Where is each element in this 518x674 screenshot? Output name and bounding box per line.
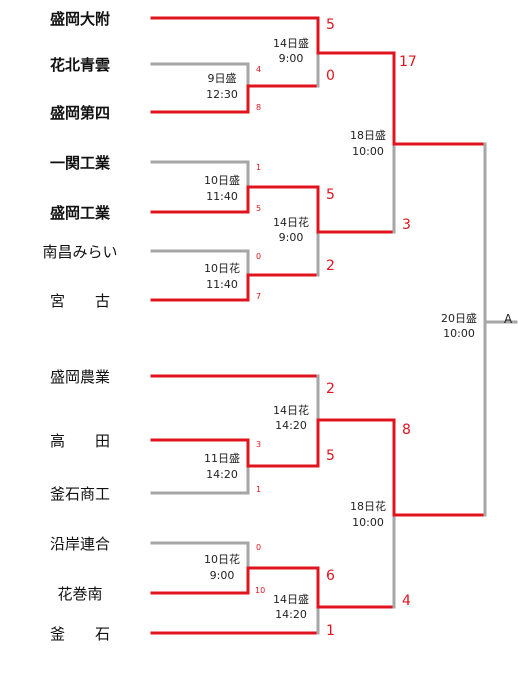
team-name: 盛岡工業 <box>50 204 111 222</box>
match-date-venue: 20日盛 <box>441 311 477 325</box>
match-date-venue: 11日盛 <box>204 451 240 465</box>
team-name: 花巻南 <box>57 585 102 603</box>
match-date-venue: 14日花 <box>273 216 309 229</box>
match-score-top: 0 <box>256 543 261 552</box>
match-date-venue: 14日盛 <box>273 36 309 50</box>
team-name: 花北青雲 <box>50 56 110 74</box>
match-score-top: 0 <box>256 252 261 261</box>
team-name: 沿岸連合 <box>50 535 110 553</box>
match-score-bottom: 7 <box>256 292 261 301</box>
team-name: 盛岡第四 <box>50 104 110 122</box>
match-time: 14:20 <box>206 468 238 481</box>
match-time: 12:30 <box>206 88 238 101</box>
match-time: 11:40 <box>206 190 238 203</box>
match-score-bottom: 3 <box>402 217 411 233</box>
match-date-venue: 14日盛 <box>273 592 309 606</box>
match-time: 10:00 <box>352 145 384 158</box>
round1-info: 9日盛 12:30 4 8 10日盛 11:40 1 5 10日花 11:40 … <box>204 65 265 595</box>
match-score-bottom: 4 <box>402 593 411 609</box>
match-score-bottom: 5 <box>326 448 335 464</box>
team-name: 高 田 <box>50 432 110 450</box>
team-name: 一関工業 <box>50 154 111 172</box>
match-date-venue: 10日花 <box>204 262 240 275</box>
match-score-top: 4 <box>256 65 261 74</box>
match-score-top: 1 <box>256 163 261 172</box>
match-score-top: 17 <box>399 54 417 70</box>
team-name: 釜 石 <box>50 625 110 643</box>
match-date-venue: 9日盛 <box>208 71 237 85</box>
match-time: 9:00 <box>210 569 235 582</box>
match-date-venue: 10日花 <box>204 553 240 566</box>
match-time: 11:40 <box>206 278 238 291</box>
match-date-venue: 18日花 <box>350 500 386 513</box>
match-score-top: 2 <box>326 381 335 397</box>
match-score-bottom: 5 <box>256 204 261 213</box>
match-score-bottom: 2 <box>326 258 335 274</box>
semifinal-info: 18日盛 10:00 17 3 18日花 10:00 8 4 <box>350 54 417 609</box>
match-time: 14:20 <box>275 419 307 432</box>
match-score-bottom: 8 <box>256 103 261 112</box>
match-time: 9:00 <box>279 231 304 244</box>
match-score-bottom: 0 <box>326 68 335 84</box>
match-score-top: 5 <box>326 187 335 203</box>
bracket-lines <box>150 16 518 635</box>
team-name: 宮 古 <box>50 292 110 310</box>
match-score-bottom: 1 <box>326 623 335 639</box>
match-score-top: 8 <box>402 422 411 438</box>
match-time: 10:00 <box>352 516 384 529</box>
team-names: 盛岡大附 花北青雲 盛岡第四 一関工業 盛岡工業 南昌みらい 宮 古 盛岡農業 … <box>42 10 117 643</box>
match-score-top: 6 <box>326 568 335 584</box>
match-date-venue: 10日盛 <box>204 173 240 187</box>
team-name: 南昌みらい <box>42 243 117 261</box>
match-score-bottom: 1 <box>256 485 261 494</box>
match-time: 9:00 <box>279 52 304 65</box>
final-info: 20日盛 10:00 A <box>441 311 513 340</box>
team-name: 盛岡大附 <box>50 10 110 28</box>
match-score-top: 3 <box>256 440 261 449</box>
team-name: 盛岡農業 <box>50 368 110 386</box>
match-date-venue: 14日花 <box>273 404 309 417</box>
final-slot-label: A <box>504 312 513 326</box>
match-time: 10:00 <box>443 327 475 340</box>
match-score-bottom: 10 <box>255 586 265 595</box>
round2-info: 14日盛 9:00 5 0 14日花 9:00 5 2 14日花 14:20 2… <box>273 17 335 639</box>
match-time: 14:20 <box>275 608 307 621</box>
match-date-venue: 18日盛 <box>350 128 386 142</box>
team-name: 釜石商工 <box>50 485 110 503</box>
match-score-top: 5 <box>326 17 335 33</box>
